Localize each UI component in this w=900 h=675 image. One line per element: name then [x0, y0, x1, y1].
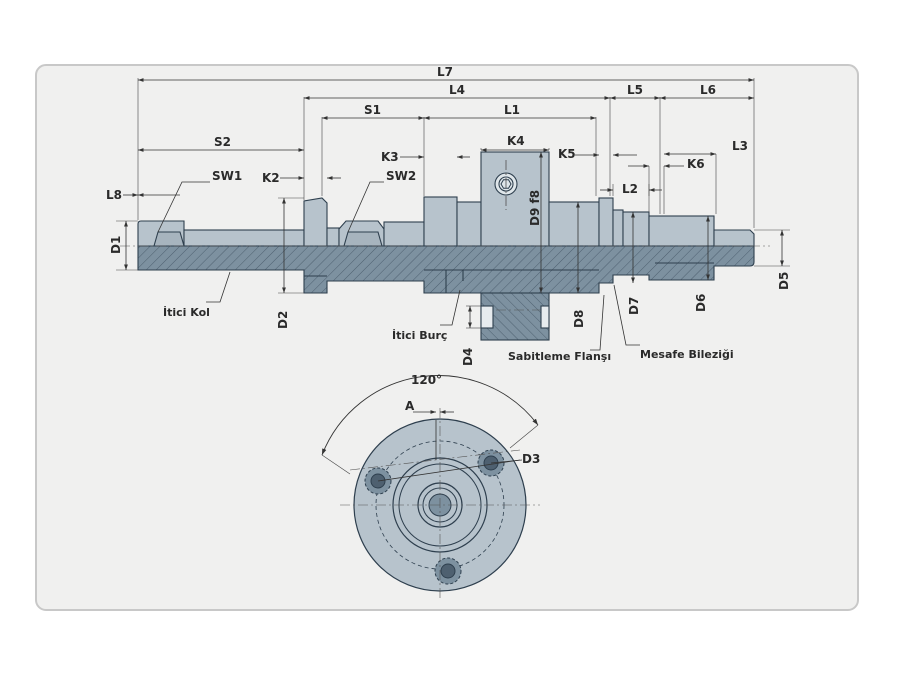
label-itici-burc: İtici Burç — [392, 328, 447, 342]
dim-K3: K3 — [381, 150, 399, 164]
label-mesafe-bilezigi: Mesafe Bileziği — [640, 348, 734, 361]
dim-L8: L8 — [106, 188, 122, 202]
dim-K2: K2 — [262, 171, 280, 185]
dim-D9f8: D9 f8 — [528, 190, 542, 226]
label-itici-kol: İtici Kol — [163, 305, 210, 319]
dim-S2: S2 — [214, 135, 231, 149]
dim-L1: L1 — [504, 103, 520, 117]
dim-D5: D5 — [777, 272, 791, 290]
drawing-panel — [35, 64, 859, 611]
label-sabitleme-flansi: Sabitleme Flanşı — [508, 350, 611, 363]
dim-L5: L5 — [627, 83, 643, 97]
dim-angle: 120° — [411, 373, 442, 387]
dim-SW1: SW1 — [212, 169, 242, 183]
dim-S1: S1 — [364, 103, 381, 117]
dim-D7: D7 — [627, 297, 641, 315]
dim-D8: D8 — [572, 310, 586, 328]
dim-D2: D2 — [276, 311, 290, 329]
front-view — [321, 375, 540, 600]
dim-L3: L3 — [732, 139, 748, 153]
front-view-labels: 120° A D3 — [405, 373, 540, 466]
dim-D1: D1 — [109, 236, 123, 254]
dimension-labels: L7 L4 L5 L6 S1 L1 K4 L3 S2 K5 K3 K6 SW1 … — [106, 65, 791, 366]
dim-K5: K5 — [558, 147, 576, 161]
dim-L2: L2 — [622, 182, 638, 196]
dim-A: A — [405, 399, 415, 413]
dimension-lines — [116, 78, 790, 351]
part-labels: İtici Kol İtici Burç Sabitleme Flanşı Me… — [163, 305, 734, 363]
side-view — [120, 151, 770, 341]
dim-K6: K6 — [687, 157, 705, 171]
dim-SW2: SW2 — [386, 169, 416, 183]
dim-L7: L7 — [437, 65, 453, 79]
dim-L4: L4 — [449, 83, 465, 97]
dim-L6: L6 — [700, 83, 716, 97]
dim-D3: D3 — [522, 452, 540, 466]
dim-D4: D4 — [461, 348, 475, 366]
dim-K4: K4 — [507, 134, 525, 148]
dim-D6: D6 — [694, 294, 708, 312]
